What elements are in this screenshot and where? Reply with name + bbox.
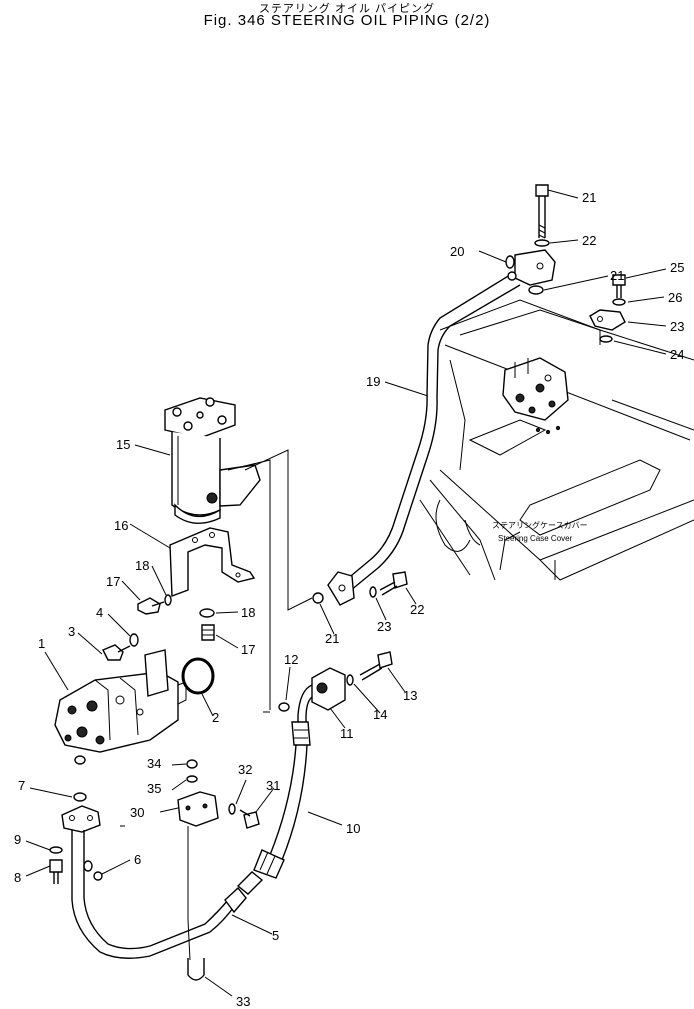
callout-34: 34 bbox=[147, 756, 161, 771]
pipe-5 bbox=[61, 805, 264, 959]
steering-valve-block bbox=[502, 357, 569, 435]
o-ring-7 bbox=[73, 792, 87, 802]
washer-4 bbox=[129, 633, 139, 647]
part-6 bbox=[83, 860, 103, 881]
pump-1 bbox=[54, 649, 187, 765]
callout-16: 16 bbox=[114, 518, 128, 533]
washer-14 bbox=[346, 674, 354, 686]
callout-21-lower: 21 bbox=[325, 631, 339, 646]
bracket-16 bbox=[169, 527, 256, 597]
callout-25: 22 bbox=[582, 233, 596, 248]
bolt-3 bbox=[102, 644, 131, 661]
callout-29: 26 bbox=[668, 290, 682, 305]
callout-15: 15 bbox=[116, 437, 130, 452]
figure-title-japanese: ステアリング オイル パイピング bbox=[258, 3, 436, 15]
callout-26: 23 bbox=[670, 319, 684, 334]
o-ring-21-upper bbox=[528, 285, 544, 295]
pipe-19 bbox=[327, 249, 556, 606]
o-ring-2 bbox=[181, 657, 215, 695]
washer-18-lower bbox=[199, 608, 215, 618]
callout-1: 1 bbox=[38, 636, 45, 651]
washer-9 bbox=[49, 846, 63, 854]
callout-18-upper: 18 bbox=[135, 558, 149, 573]
callout-2: 2 bbox=[212, 710, 219, 725]
filter-lines bbox=[227, 449, 313, 713]
callout-9: 9 bbox=[14, 832, 21, 847]
callout-5: 5 bbox=[272, 928, 279, 943]
bolt-17-lower bbox=[201, 624, 215, 641]
callout-33: 33 bbox=[236, 994, 250, 1009]
steering-case-outline bbox=[419, 299, 694, 581]
callout-6: 6 bbox=[134, 852, 141, 867]
callout-19: 19 bbox=[366, 374, 380, 389]
note-japanese: ステアリングケースカバー bbox=[492, 520, 588, 530]
callout-24: 21 bbox=[582, 190, 596, 205]
callout-7: 7 bbox=[18, 778, 25, 793]
bolt-13 bbox=[359, 651, 393, 681]
parts-26-29 bbox=[589, 274, 626, 343]
washer-32 bbox=[228, 803, 236, 815]
callout-14: 14 bbox=[373, 707, 387, 722]
bolt-22 bbox=[379, 571, 408, 596]
callout-21-upper: 21 bbox=[610, 268, 624, 283]
hose-10 bbox=[253, 721, 311, 879]
figure-title: Fig. 346 STEERING OIL PIPING (2/2) bbox=[203, 12, 491, 29]
callout-32: 32 bbox=[238, 762, 252, 777]
callout-3: 3 bbox=[68, 624, 75, 639]
washer-35 bbox=[186, 775, 198, 783]
callout-11: 11 bbox=[340, 726, 354, 741]
nut-34 bbox=[186, 759, 198, 769]
bolt-17-upper bbox=[137, 594, 172, 615]
bolt-8 bbox=[49, 859, 63, 884]
callout-35: 35 bbox=[147, 781, 161, 796]
leader-lines bbox=[25, 189, 667, 997]
clamp-30 bbox=[120, 791, 219, 961]
washer-23 bbox=[369, 586, 377, 598]
callout-10: 10 bbox=[346, 821, 360, 836]
note-english: Steering Case Cover bbox=[498, 534, 573, 543]
u-bolt-33 bbox=[187, 958, 205, 981]
callout-18-lower: 18 bbox=[241, 605, 255, 620]
steering-case-cover-label: ステアリングケースカバー Steering Case Cover bbox=[492, 520, 588, 543]
callout-20: 20 bbox=[450, 244, 464, 259]
callout-22: 22 bbox=[410, 602, 424, 617]
callout-12: 12 bbox=[284, 652, 298, 667]
o-ring-12 bbox=[278, 702, 290, 712]
filter-15 bbox=[164, 397, 261, 524]
callout-4: 4 bbox=[96, 605, 103, 620]
callout-8: 8 bbox=[14, 870, 21, 885]
bolt-31 bbox=[239, 809, 260, 829]
part-20 bbox=[505, 255, 517, 281]
callout-30: 30 bbox=[130, 805, 144, 820]
callouts: 21 22 20 21 25 26 23 24 19 15 16 18 17 1… bbox=[14, 190, 684, 1009]
callout-17-upper: 17 bbox=[106, 574, 120, 589]
callout-23: 23 bbox=[377, 619, 391, 634]
callout-17-lower: 17 bbox=[241, 642, 255, 657]
elbow-11 bbox=[297, 667, 346, 722]
callout-28: 25 bbox=[670, 260, 684, 275]
callout-13: 13 bbox=[403, 688, 417, 703]
o-ring-21-lower bbox=[312, 592, 324, 604]
callout-31: 31 bbox=[266, 778, 280, 793]
callout-27: 24 bbox=[670, 347, 684, 362]
bolt-24 bbox=[534, 184, 550, 247]
